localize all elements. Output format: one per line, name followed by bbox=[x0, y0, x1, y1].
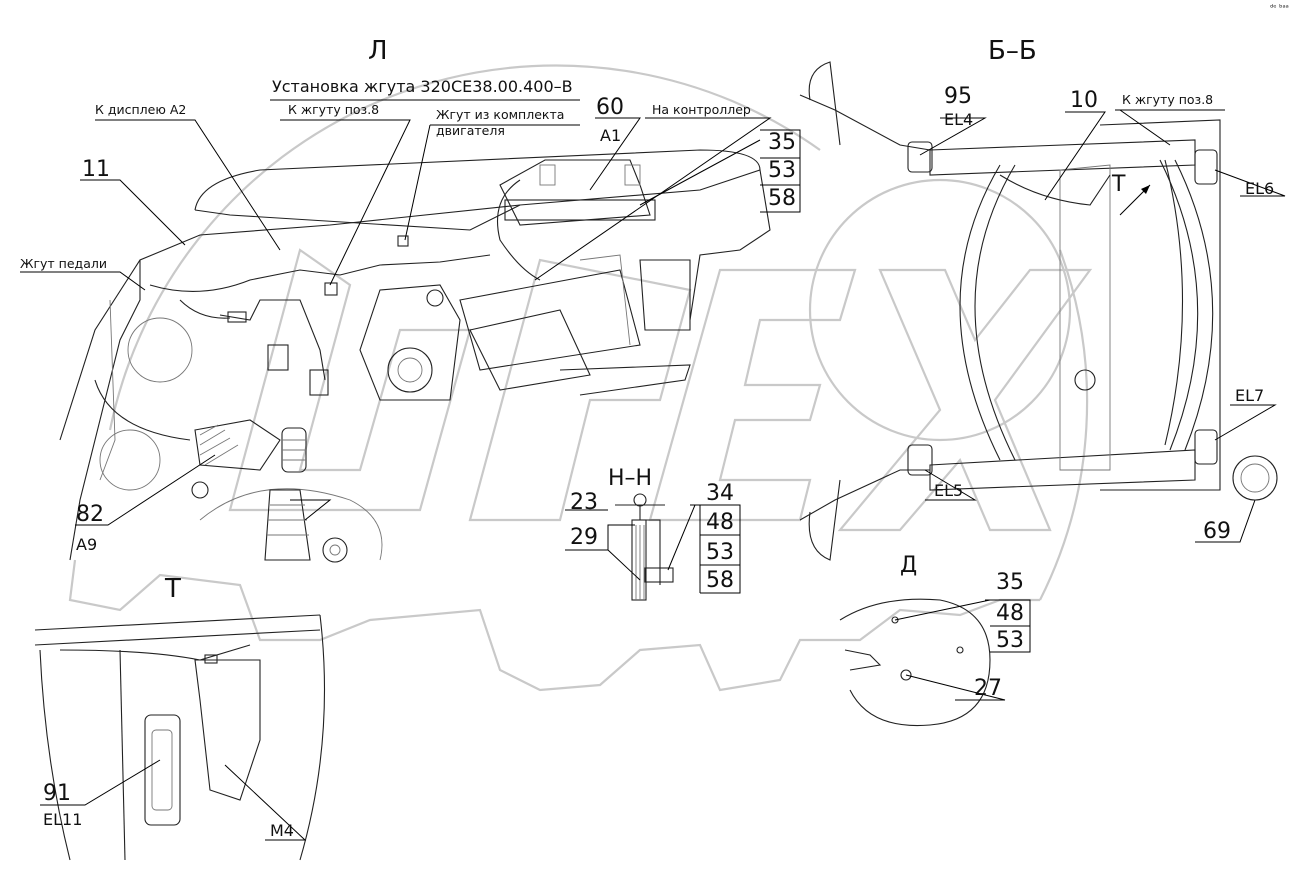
corner-mark: ᵈᵉ ᵇᵃᵃ bbox=[1270, 3, 1289, 12]
note-to-controller: На контроллер bbox=[652, 102, 751, 117]
drawing-title: Установка жгута 320СЕ38.00.400–В bbox=[272, 77, 573, 96]
note-to-harness-pos8-bb: К жгуту поз.8 bbox=[1122, 92, 1214, 107]
view-bb-label: Б–Б bbox=[988, 36, 1037, 66]
pos-el11: EL11 bbox=[43, 810, 83, 829]
note-engine-kit-1: Жгут из комплекта bbox=[436, 107, 565, 122]
note-engine-kit-2: двигателя bbox=[436, 123, 505, 138]
pos-69: 69 bbox=[1203, 519, 1231, 544]
pos-m4: М4 bbox=[270, 821, 294, 840]
pos-a1: А1 bbox=[600, 126, 622, 145]
note-pedal-harness: Жгут педали bbox=[20, 256, 107, 271]
d-pos-27: 27 bbox=[974, 676, 1002, 701]
view-hh-drawing bbox=[615, 493, 674, 601]
view-d-drawing bbox=[839, 598, 991, 727]
view-t-arrow-label: Т bbox=[1112, 172, 1126, 197]
d-pos-35: 35 bbox=[996, 570, 1024, 595]
view-d-label: Д bbox=[900, 553, 918, 578]
pos-58: 58 bbox=[768, 186, 796, 211]
hh-pos-29: 29 bbox=[570, 525, 598, 550]
view-bb-drawing bbox=[799, 61, 1278, 561]
pos-82: 82 bbox=[76, 502, 104, 527]
pos-el5: EL5 bbox=[934, 481, 964, 500]
note-to-display: К дисплею А2 bbox=[95, 102, 187, 117]
hh-pos-34: 34 bbox=[706, 481, 734, 506]
pos-53: 53 bbox=[768, 158, 796, 183]
leader-lines bbox=[20, 99, 1286, 841]
pos-91: 91 bbox=[43, 781, 71, 806]
view-t-drawing bbox=[34, 614, 326, 861]
pos-el7: EL7 bbox=[1235, 386, 1265, 405]
note-to-harness-pos8: К жгуту поз.8 bbox=[288, 102, 380, 117]
hh-pos-48: 48 bbox=[706, 510, 734, 535]
pos-10: 10 bbox=[1070, 88, 1098, 113]
view-l-drawing bbox=[59, 149, 771, 563]
hh-pos-58: 58 bbox=[706, 568, 734, 593]
pos-el4: EL4 bbox=[944, 110, 974, 129]
watermark-gear bbox=[68, 64, 1093, 692]
pos-60: 60 bbox=[596, 95, 624, 120]
hh-pos-53: 53 bbox=[706, 540, 734, 565]
view-t-label: Т bbox=[165, 574, 181, 604]
hh-pos-23: 23 bbox=[570, 490, 598, 515]
pos-a9: А9 bbox=[76, 535, 98, 554]
pos-11: 11 bbox=[82, 157, 110, 182]
pos-95: 95 bbox=[944, 84, 972, 109]
pos-el6: EL6 bbox=[1245, 179, 1275, 198]
view-l-label: Л bbox=[368, 36, 388, 66]
view-hh-label: Н–Н bbox=[608, 466, 653, 491]
pos-35: 35 bbox=[768, 130, 796, 155]
d-pos-48: 48 bbox=[996, 601, 1024, 626]
d-pos-53: 53 bbox=[996, 628, 1024, 653]
